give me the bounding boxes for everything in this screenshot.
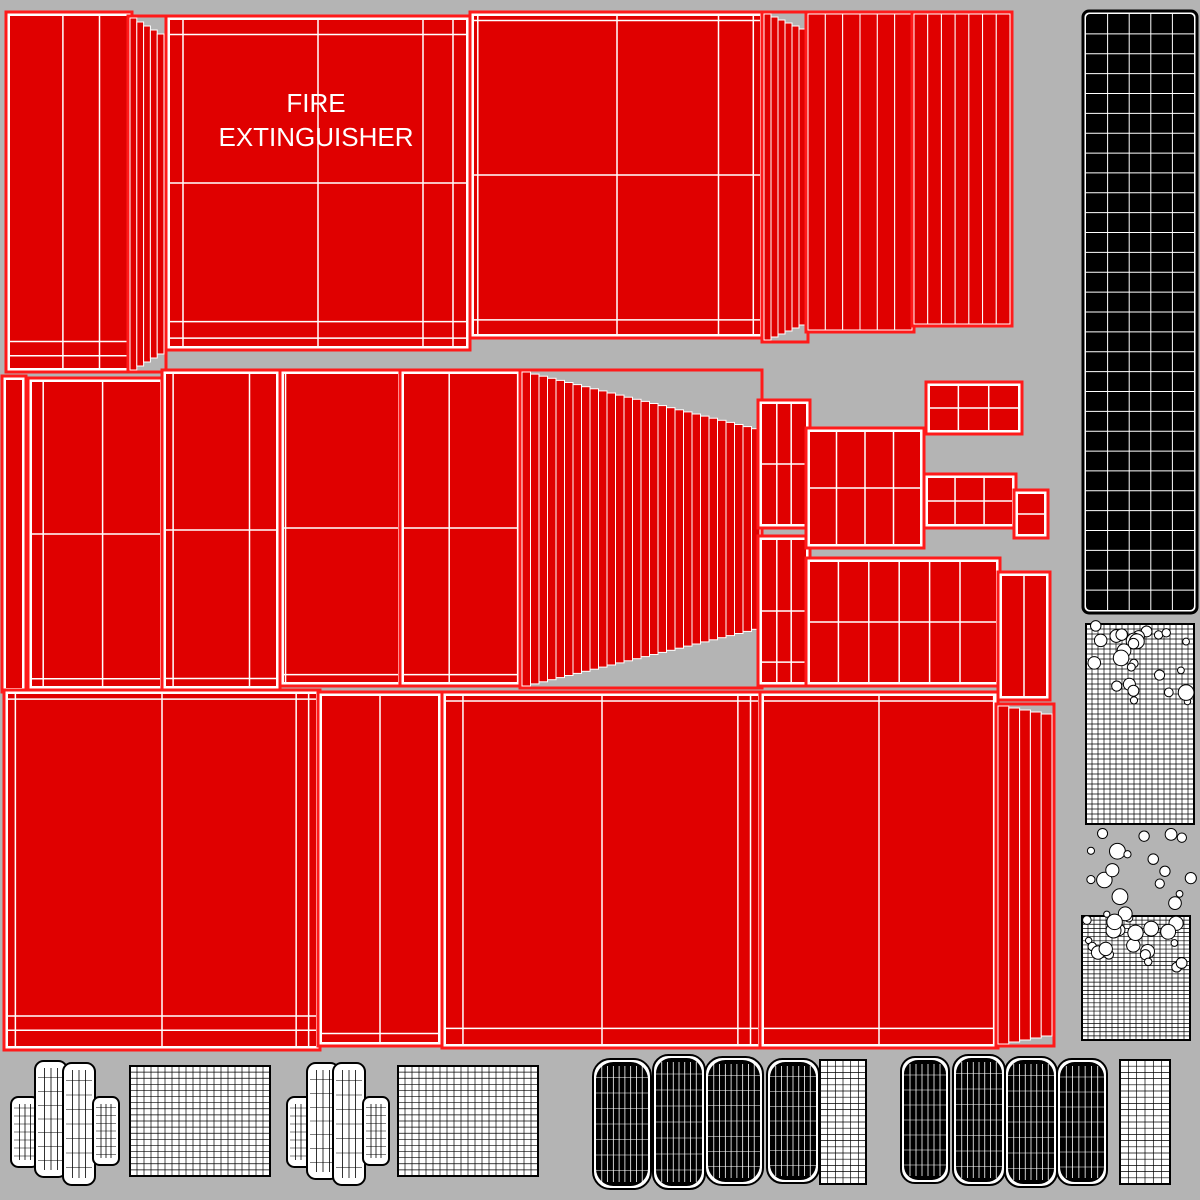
uv-island-body-upper: [468, 10, 766, 340]
uv-part-cylinder-h: [1056, 1058, 1108, 1186]
uv-island-hose-black: [1081, 9, 1199, 615]
uv-island-body-strips-c: [910, 10, 1014, 328]
uv-part-handle-a: [10, 1096, 40, 1168]
uv-part-cylinder-b: [652, 1054, 706, 1190]
uv-island-cells-c: [804, 426, 926, 550]
uv-island-bottom-c: [440, 690, 764, 1050]
uv-part-cylinder-c: [704, 1056, 764, 1186]
uv-island-mid-c: [278, 368, 404, 688]
uv-island-detail-rings-a: [1087, 620, 1195, 706]
label-line-extinguisher: EXTINGUISHER: [218, 122, 414, 152]
uv-part-handle-d: [92, 1096, 120, 1166]
uv-part-handle-f: [306, 1062, 340, 1180]
uv-island-bottom-a: [2, 688, 322, 1052]
uv-island-cell-b: [756, 534, 812, 688]
uv-part-cylinder-e: [900, 1056, 950, 1184]
uv-island-small-b: [922, 472, 1018, 530]
uv-island-bottom-d: [758, 690, 1000, 1050]
uv-island-detail-rings-b: [1082, 827, 1197, 973]
uv-part-handle-g: [332, 1062, 366, 1186]
uv-island-mid-b: [160, 368, 282, 692]
uv-island-mid-taper: [518, 368, 764, 690]
uv-part-cylinder-a: [592, 1058, 652, 1190]
uv-island-body-strips-a: [760, 10, 810, 344]
uv-island-small-c: [1012, 488, 1050, 540]
uv-island-cell-a: [756, 398, 812, 530]
uv-island-cells-d: [804, 556, 1002, 688]
uv-island-cap-side: [4, 10, 134, 374]
uv-island-cells-e: [996, 570, 1052, 702]
uv-island-mid-d: [398, 368, 524, 688]
uv-part-valve-mesh-b: [397, 1065, 539, 1177]
uv-part-valve-mesh-a: [129, 1065, 271, 1177]
uv-island-body-strips-b: [804, 10, 916, 334]
uv-island-thin-column: [0, 374, 28, 694]
uv-island-mid-a: [26, 376, 166, 692]
uv-island-bottom-b: [316, 690, 444, 1048]
uv-part-cylinder-f: [952, 1054, 1006, 1186]
uv-part-handle-h: [362, 1096, 390, 1166]
uv-island-cap-strips: [126, 14, 168, 374]
uv-island-label-panel: [164, 14, 472, 352]
uv-part-cylinder-d: [766, 1058, 820, 1184]
fire-extinguisher-label: FIRE EXTINGUISHER: [206, 86, 426, 154]
uv-part-lever-mesh-b: [1119, 1059, 1171, 1185]
uv-part-cylinder-g: [1004, 1056, 1058, 1188]
uv-island-detail-mesh-a: [1085, 623, 1195, 825]
uv-part-lever-mesh-a: [819, 1059, 867, 1185]
uv-part-handle-c: [62, 1062, 96, 1186]
uv-island-bottom-strips: [994, 702, 1056, 1048]
uv-part-handle-b: [34, 1060, 68, 1178]
label-line-fire: FIRE: [286, 88, 346, 118]
uv-island-small-a: [924, 380, 1024, 436]
